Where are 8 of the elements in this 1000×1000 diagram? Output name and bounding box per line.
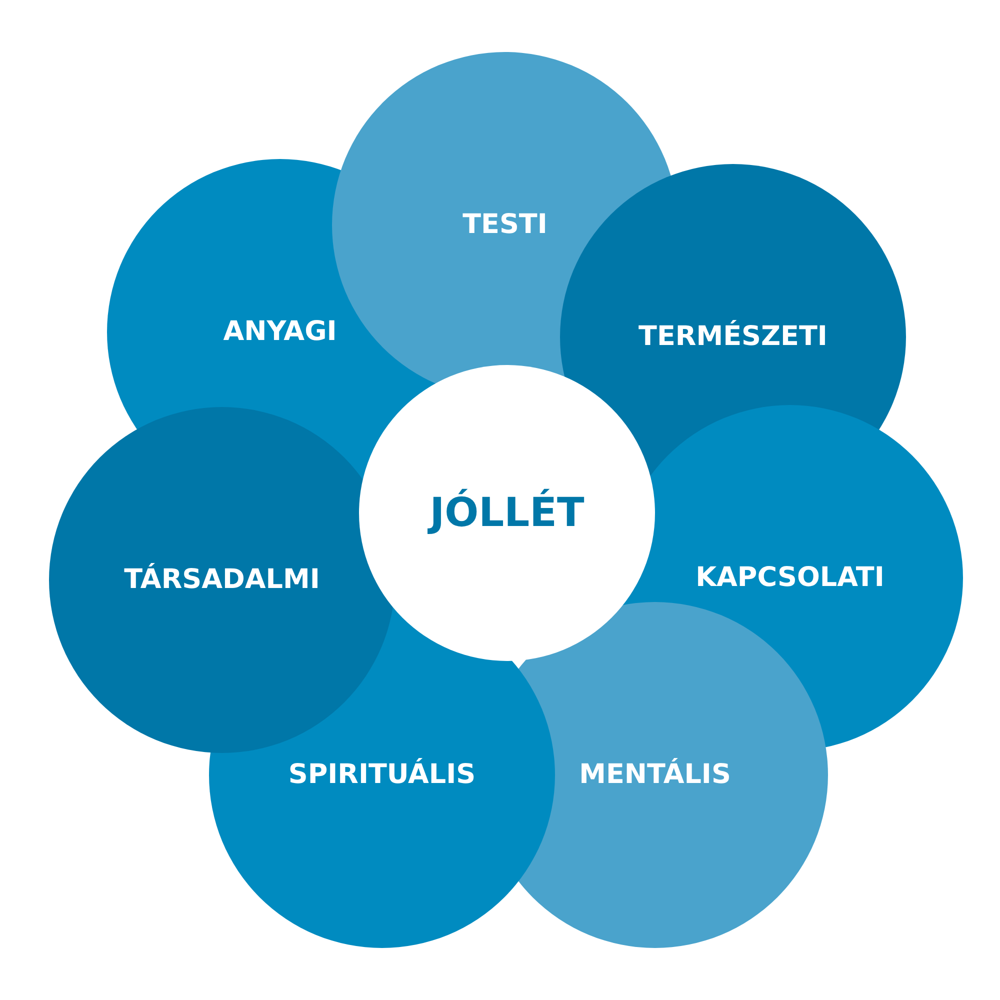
petal-label: MENTÁLIS <box>579 760 731 790</box>
petal-label: TÁRSADALMI <box>124 565 320 595</box>
center-label: JÓLLÉT <box>430 491 584 535</box>
petal-label: SPIRITUÁLIS <box>288 760 476 790</box>
petal-label: ANYAGI <box>223 317 337 347</box>
petal-label: TESTI <box>462 210 548 240</box>
petal-label: KAPCSOLATI <box>696 563 884 593</box>
petal-label: TERMÉSZETI <box>638 322 828 352</box>
